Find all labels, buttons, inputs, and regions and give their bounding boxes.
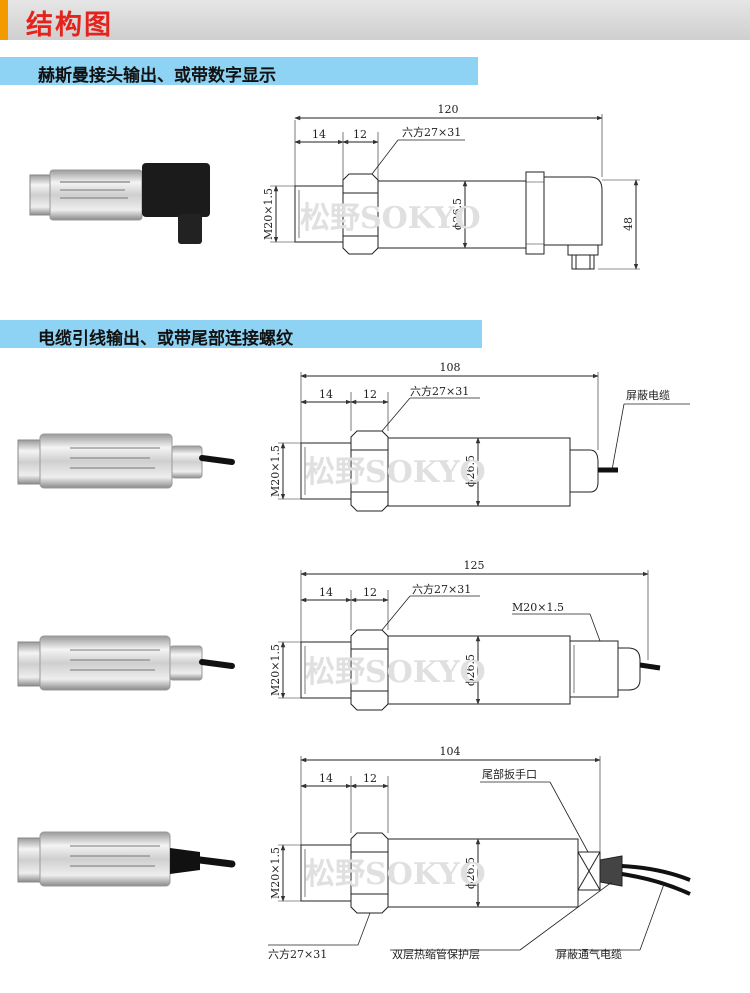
section-band-hirschmann: 赫斯曼接头输出、或带数字显示: [0, 57, 478, 86]
dim-thread-length: 14: [319, 772, 333, 785]
product-photo-cable-3: [17, 831, 236, 887]
heat-shrink-label: 双层热缩管保护层: [392, 947, 480, 961]
diagram-hirschmann: [270, 114, 640, 270]
hex-size-label: 六方27×31: [410, 384, 469, 398]
watermark: 松野SOKYO: [305, 857, 486, 892]
watermark: 松野SOKYO: [305, 655, 486, 690]
hex-size-label: 六方27×31: [412, 582, 471, 596]
vented-cable-label: 屏蔽通气电缆: [556, 947, 622, 961]
connector-height-label: 48: [622, 217, 635, 231]
diagram-cable-2: [278, 570, 661, 711]
header-accent-bar: [0, 0, 8, 40]
cable-label: 屏蔽电缆: [626, 389, 670, 402]
dim-thread-length: 14: [312, 128, 326, 141]
thread-spec-label: M20×1.5: [262, 188, 275, 240]
diagram-cable-3: [268, 756, 691, 951]
product-photo-cable-1: [17, 433, 235, 489]
wrench-flat-label: 尾部扳手口: [482, 767, 537, 781]
dim-hex-length: 12: [363, 772, 377, 785]
page-header: 结构图: [0, 0, 750, 41]
diagram-cable-1: [278, 372, 690, 512]
dim-hex-length: 12: [363, 388, 377, 401]
product-photo-cable-2: [17, 635, 235, 691]
section-title: 电缆引线输出、或带尾部连接螺纹: [38, 329, 293, 349]
page-title: 结构图: [26, 10, 113, 41]
body-diameter-label: ϕ26.5: [464, 857, 477, 889]
body-diameter-label: ϕ26.5: [464, 654, 477, 686]
watermark: 松野SOKYO: [305, 455, 486, 490]
dim-thread-length: 14: [319, 586, 333, 599]
dim-thread-length: 14: [319, 388, 333, 401]
dim-overall-length: 120: [438, 103, 459, 116]
thread-spec-label: M20×1.5: [269, 847, 282, 899]
section-band-cable: 电缆引线输出、或带尾部连接螺纹: [0, 320, 482, 349]
dim-hex-length: 12: [363, 586, 377, 599]
hex-size-label: 六方27×31: [402, 125, 461, 139]
section-title: 赫斯曼接头输出、或带数字显示: [38, 66, 276, 86]
tail-thread-label: M20×1.5: [512, 601, 564, 614]
dim-hex-length: 12: [353, 128, 367, 141]
watermark: 松野SOKYO: [300, 201, 481, 236]
hex-size-label: 六方27×31: [268, 947, 327, 961]
thread-spec-label: M20×1.5: [269, 445, 282, 497]
dim-overall-length: 125: [464, 559, 485, 572]
body-diameter-label: ϕ26.5: [464, 455, 477, 487]
thread-spec-label: M20×1.5: [269, 644, 282, 696]
product-photo-hirschmann: [29, 163, 210, 244]
body-diameter-label: ϕ26.5: [451, 198, 464, 230]
dim-overall-length: 108: [440, 361, 461, 374]
dim-overall-length: 104: [440, 745, 461, 758]
